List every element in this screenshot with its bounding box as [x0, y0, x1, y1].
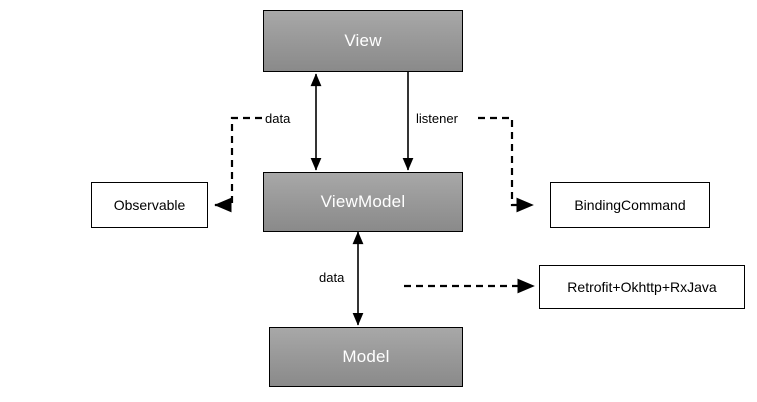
node-binding-command-label: BindingCommand — [574, 197, 686, 213]
node-observable[interactable]: Observable — [91, 182, 208, 228]
node-view-label: View — [344, 31, 382, 50]
node-view[interactable]: View — [263, 10, 463, 72]
edge-label-listener: listener — [416, 111, 458, 126]
node-retrofit[interactable]: Retrofit+Okhttp+RxJava — [539, 265, 745, 309]
node-retrofit-label: Retrofit+Okhttp+RxJava — [567, 279, 717, 295]
node-observable-label: Observable — [113, 197, 186, 213]
node-model-label: Model — [342, 347, 390, 366]
edge-listener-to-binding-command — [478, 116, 534, 213]
node-binding-command[interactable]: BindingCommand — [550, 182, 710, 228]
node-viewmodel[interactable]: ViewModel — [263, 172, 463, 232]
edge-label-data-observable: data — [265, 111, 291, 126]
node-viewmodel-label: ViewModel — [320, 192, 406, 211]
node-model[interactable]: Model — [269, 327, 463, 387]
edge-data-to-observable — [214, 116, 262, 213]
edge-label-data-model: data — [319, 270, 345, 285]
